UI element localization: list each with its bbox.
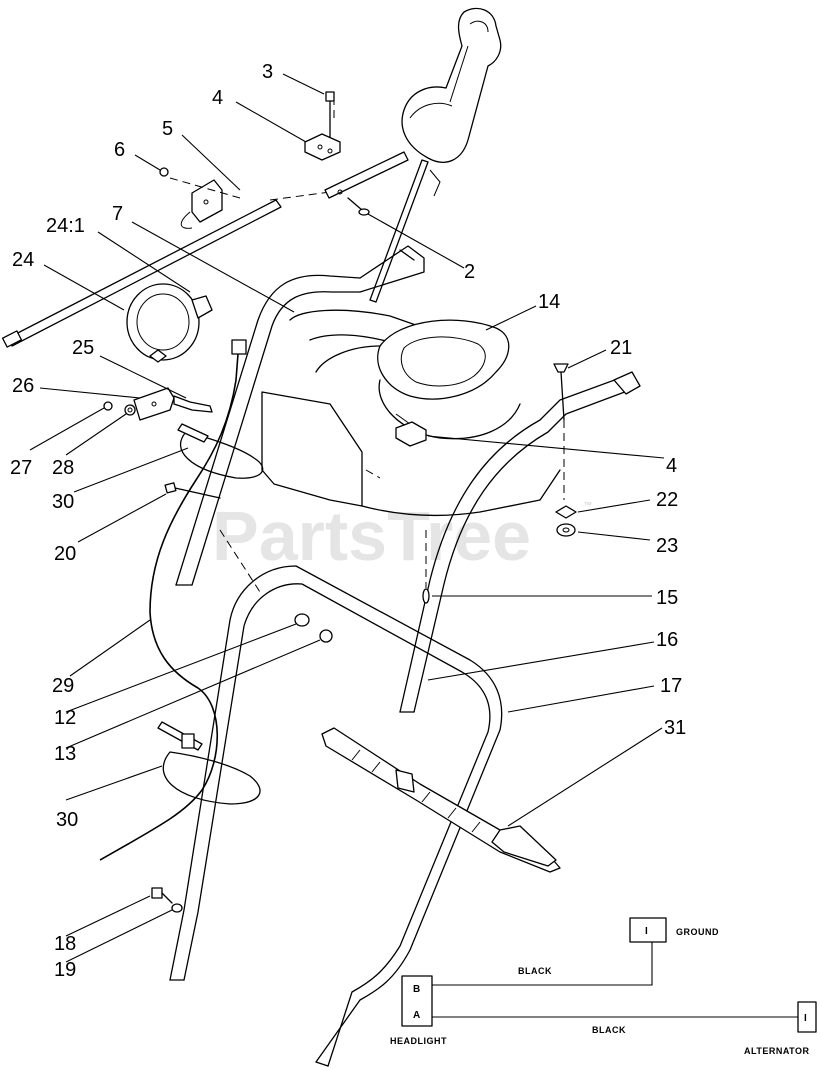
callout-20: 20 bbox=[54, 543, 76, 565]
part-14-chute-ring[interactable] bbox=[377, 319, 521, 440]
callout-4-chute: 4 bbox=[666, 455, 677, 477]
alternator-label: ALTERNATOR bbox=[744, 1046, 810, 1056]
wire-b bbox=[432, 942, 653, 986]
callout-30-top: 30 bbox=[52, 491, 74, 513]
part-16-right-handle[interactable] bbox=[399, 371, 641, 713]
shift-link[interactable] bbox=[324, 151, 409, 199]
callout-24: 24 bbox=[12, 249, 34, 271]
callout-13: 13 bbox=[54, 743, 76, 765]
shift-rod[interactable] bbox=[1, 199, 282, 348]
callout-2: 2 bbox=[464, 261, 475, 283]
callout-19: 19 bbox=[54, 959, 76, 981]
part-3-bolt[interactable] bbox=[325, 91, 335, 139]
part-24-headlight[interactable] bbox=[126, 283, 213, 363]
part-6-nut[interactable] bbox=[159, 167, 169, 177]
leader-lines bbox=[29, 73, 665, 963]
callout-17: 17 bbox=[660, 675, 682, 697]
part-19-washer[interactable] bbox=[171, 903, 183, 913]
callout-22: 22 bbox=[656, 489, 678, 511]
callout-29: 29 bbox=[52, 675, 74, 697]
part-18-bolt[interactable] bbox=[151, 887, 173, 904]
headlight-label: HEADLIGHT bbox=[390, 1036, 447, 1046]
part-20-bolt[interactable] bbox=[164, 482, 221, 499]
callout-6: 6 bbox=[114, 139, 125, 161]
part-15-pin[interactable] bbox=[422, 530, 430, 604]
callout-21: 21 bbox=[610, 337, 632, 359]
part-21-bolt[interactable] bbox=[553, 363, 569, 421]
part-29-wire-harness[interactable] bbox=[99, 339, 247, 861]
callout-30-bottom: 30 bbox=[56, 809, 78, 831]
callout-25: 25 bbox=[72, 337, 94, 359]
callout-3: 3 bbox=[262, 61, 273, 83]
wire-a-color: BLACK bbox=[592, 1025, 626, 1035]
alternator-pin: I bbox=[804, 1013, 807, 1024]
callout-16: 16 bbox=[656, 629, 678, 651]
callout-27: 27 bbox=[10, 457, 32, 479]
part-17-lower-handle[interactable] bbox=[169, 565, 503, 1067]
part-12-washer[interactable] bbox=[294, 613, 310, 627]
part-4-clamp[interactable] bbox=[304, 133, 341, 161]
ground-connector bbox=[629, 917, 667, 943]
callout-labels: 3 4 5 6 7 24:1 24 2 14 21 25 26 27 28 4 … bbox=[10, 61, 686, 981]
part-23-nut[interactable] bbox=[556, 523, 576, 537]
headlight-pin-a: A bbox=[413, 1010, 420, 1021]
callout-5: 5 bbox=[162, 118, 173, 140]
callout-24-1: 24:1 bbox=[46, 215, 85, 237]
part-27-nut[interactable] bbox=[103, 401, 113, 411]
callout-4: 4 bbox=[212, 87, 223, 109]
chute-housing bbox=[219, 309, 561, 593]
part-13-nut[interactable] bbox=[319, 629, 333, 643]
wire-b-color: BLACK bbox=[518, 966, 552, 976]
callout-7: 7 bbox=[112, 203, 123, 225]
part-31-chute-crank[interactable] bbox=[321, 727, 561, 873]
wiring-schematic: I GROUND B A HEADLIGHT I ALTERNATOR BLAC… bbox=[390, 917, 817, 1056]
part-26-light-bracket[interactable] bbox=[133, 387, 213, 421]
callout-18: 18 bbox=[54, 933, 76, 955]
headlight-pin-b: B bbox=[413, 984, 420, 995]
watermark-text: PartsTree bbox=[212, 497, 531, 575]
callout-14: 14 bbox=[538, 291, 560, 313]
part-4-chute-clamp[interactable] bbox=[395, 421, 427, 447]
part-7-upper-handle[interactable] bbox=[175, 245, 425, 586]
callout-15: 15 bbox=[656, 587, 678, 609]
headlight-connector bbox=[401, 975, 433, 1027]
ground-pin: I bbox=[645, 926, 648, 937]
callout-28: 28 bbox=[52, 457, 74, 479]
ground-label: GROUND bbox=[676, 927, 719, 937]
part-2-pin[interactable] bbox=[347, 197, 370, 216]
callout-26: 26 bbox=[12, 375, 34, 397]
callout-12: 12 bbox=[54, 707, 76, 729]
part-22-washer[interactable] bbox=[555, 505, 577, 519]
callout-23: 23 bbox=[656, 535, 678, 557]
part-30-cable-tie-bottom[interactable] bbox=[157, 721, 261, 805]
part-30-cable-tie-top[interactable] bbox=[177, 423, 264, 479]
alternator-connector bbox=[797, 1001, 817, 1033]
callout-31: 31 bbox=[664, 717, 686, 739]
part-28-washer[interactable] bbox=[124, 404, 136, 416]
watermark-trademark: ™ bbox=[583, 500, 592, 510]
